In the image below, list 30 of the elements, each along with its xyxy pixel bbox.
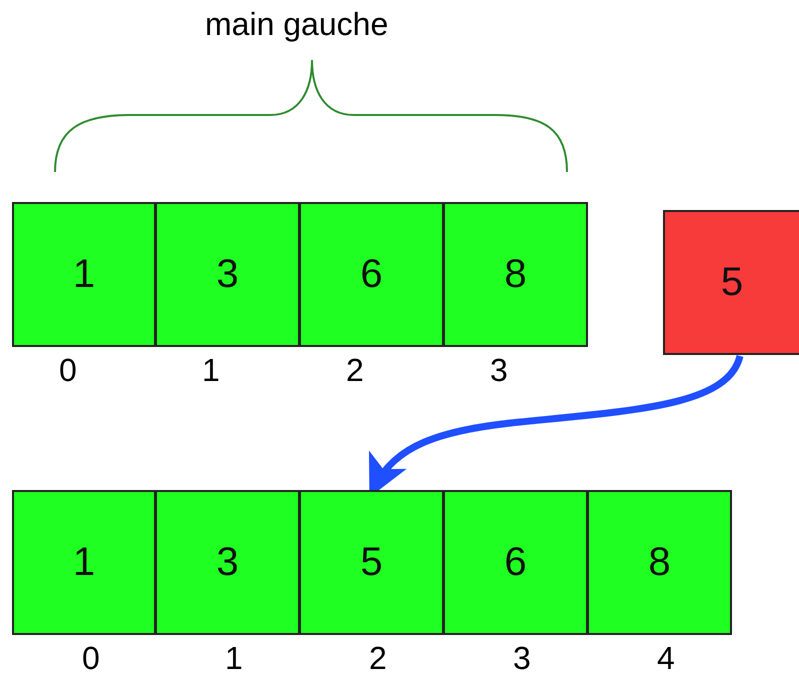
- cell-value: 3: [216, 252, 239, 297]
- index-label: 1: [202, 352, 220, 389]
- index-label: 0: [82, 640, 100, 673]
- array-cell: [155, 490, 300, 635]
- index-label: 4: [657, 640, 675, 673]
- cell-value: 3: [216, 540, 239, 585]
- cell-value: 1: [72, 540, 96, 585]
- array-cell: [12, 490, 156, 635]
- cell-value: 6: [360, 252, 383, 297]
- cell-value: 8: [504, 252, 527, 297]
- index-label: 1: [225, 640, 243, 673]
- array-cell: [443, 490, 588, 635]
- array-cell: [12, 202, 156, 347]
- cell-value: 5: [720, 260, 744, 305]
- array-cell: [443, 202, 588, 347]
- cell-value: 5: [360, 540, 383, 585]
- index-label: 2: [346, 352, 364, 389]
- bracket-label: main gauche: [205, 6, 388, 43]
- index-label: 2: [369, 640, 387, 673]
- cell-value: 8: [648, 540, 671, 585]
- array-cell: [299, 490, 444, 635]
- array-cell: [663, 210, 799, 355]
- index-label: 3: [513, 640, 531, 673]
- index-label: 3: [490, 352, 508, 389]
- cell-value: 1: [72, 252, 96, 297]
- index-label: 0: [59, 352, 77, 389]
- array-cell: [587, 490, 732, 635]
- cell-value: 6: [504, 540, 527, 585]
- array-cell: [155, 202, 300, 347]
- array-cell: [299, 202, 444, 347]
